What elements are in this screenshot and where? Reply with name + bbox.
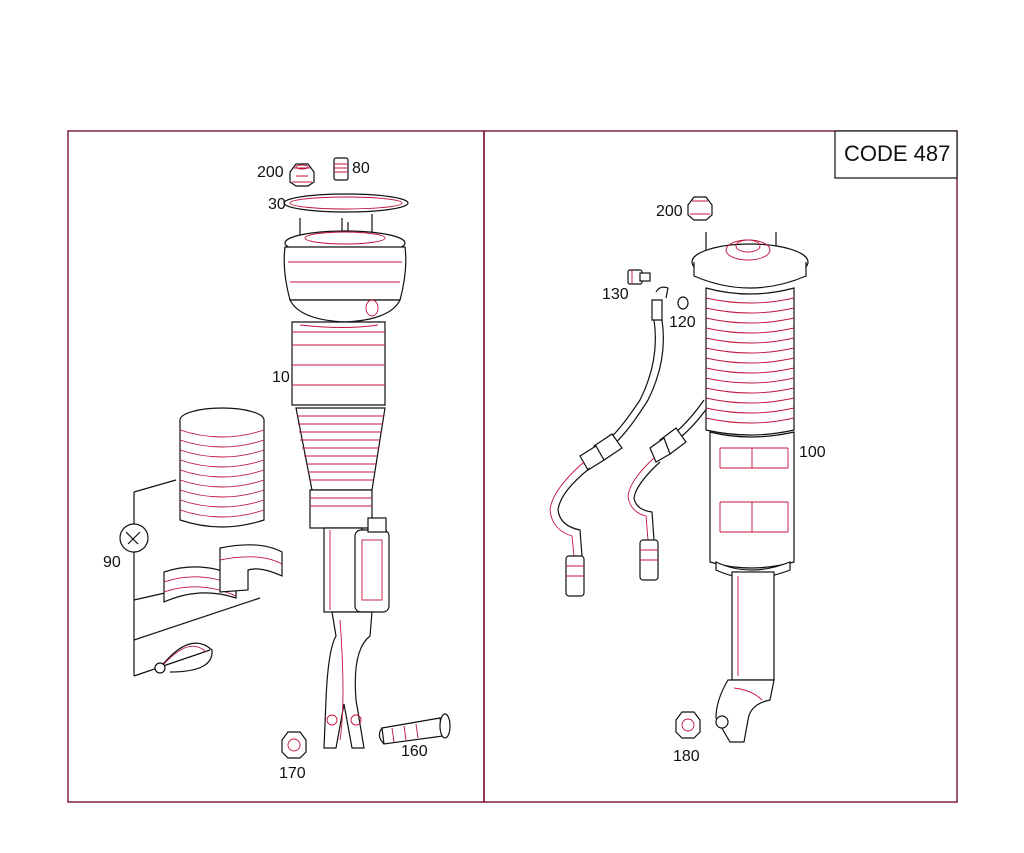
callout-nut-lower: 170 [279, 765, 306, 782]
nut-180-part [675, 711, 701, 739]
nut-part [289, 163, 315, 187]
callout-cap: 80 [352, 160, 370, 177]
callout-nut: 200 [257, 164, 284, 181]
nut-right-part [687, 196, 713, 221]
callout-bolt: 160 [401, 743, 428, 760]
strut-right-part [691, 232, 809, 743]
code-label: CODE 487 [844, 141, 950, 166]
left-panel-frame [67, 130, 485, 803]
callout-seal-ring: 120 [669, 314, 696, 331]
right-assembly [549, 196, 809, 743]
callout-nut-180: 180 [673, 748, 700, 765]
gasket-part [283, 193, 409, 213]
callout-strut-right: 100 [799, 444, 826, 461]
seal-ring-part [677, 296, 689, 310]
right-panel-frame [483, 130, 958, 803]
callout-gasket: 30 [268, 196, 286, 213]
repair-kit-part [119, 407, 283, 677]
cap-part [333, 157, 349, 181]
code-box [834, 130, 958, 179]
callout-strut: 10 [272, 369, 290, 386]
hose-part [549, 286, 711, 597]
callout-nut-right: 200 [656, 203, 683, 220]
bolt-part [378, 713, 451, 745]
callout-fitting: 130 [602, 286, 629, 303]
air-strut-part [283, 214, 407, 749]
nut-lower-part [281, 731, 307, 759]
left-assembly [119, 157, 451, 759]
callout-repair-kit: 90 [103, 554, 121, 571]
fitting-part [627, 269, 651, 285]
